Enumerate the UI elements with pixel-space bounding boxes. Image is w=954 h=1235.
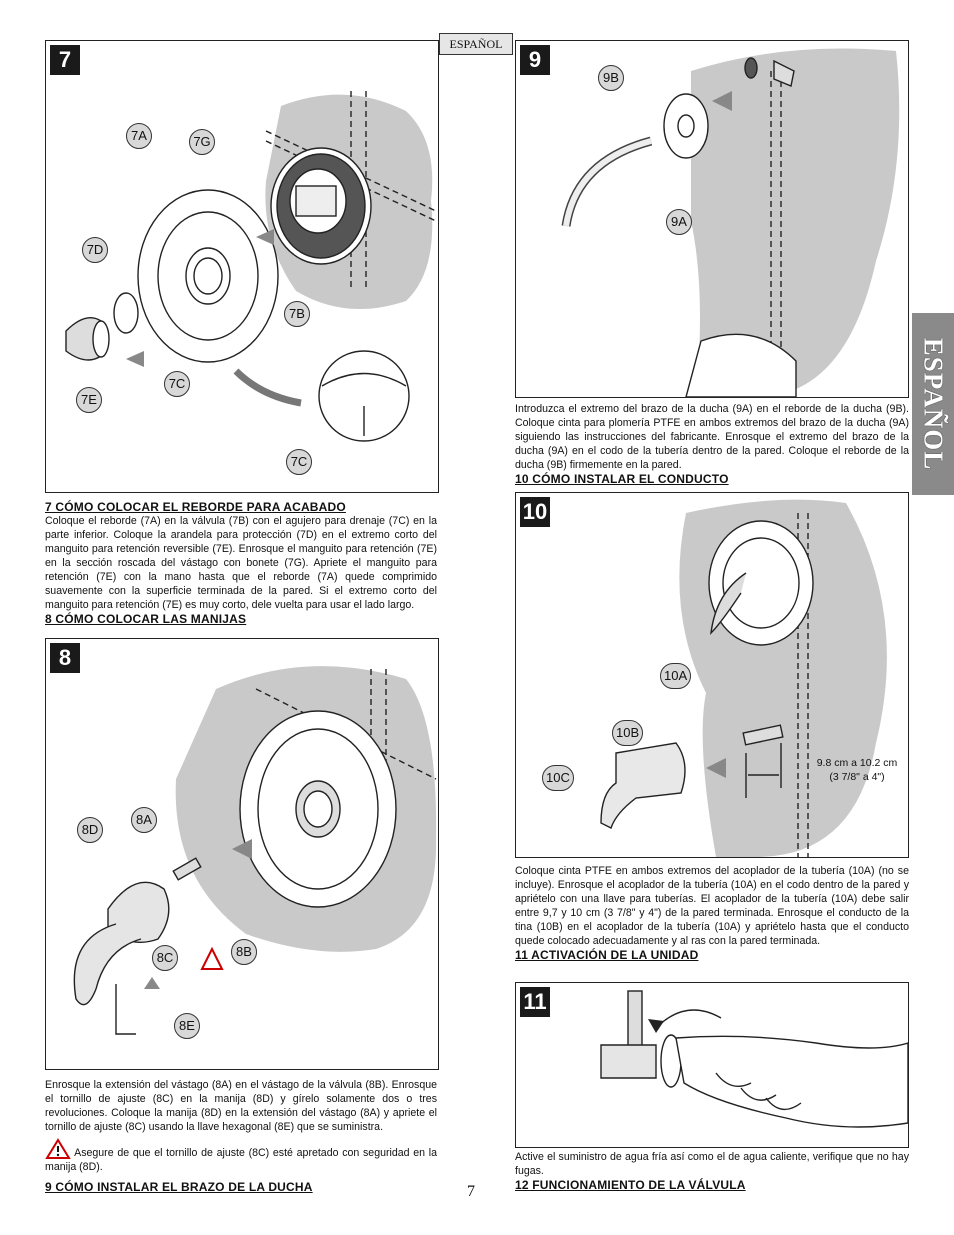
shower-arm-diagram — [561, 48, 900, 397]
callout-10b: 10B — [612, 720, 644, 746]
callout-9a: 9A — [666, 209, 692, 235]
step-8-illustration: 8 8D 8A 8C 8B 8E — [45, 638, 439, 1070]
callout-7g: 7G — [189, 129, 215, 155]
language-tag: ESPAÑOL — [439, 33, 513, 55]
step-7-illustration: 7 7A 7G 7D 7B 7C 7E 7C — [45, 40, 439, 493]
valve-activation-diagram — [600, 990, 908, 1128]
callout-10c: 10C — [542, 765, 574, 791]
step-number: 8 — [50, 643, 80, 673]
measurement-cm: 9.8 cm a 10.2 cm — [816, 757, 898, 769]
side-tab-label: ESPAÑOL — [918, 337, 949, 471]
step-11-heading: 11 ACTIVACIÓN DE LA UNIDAD — [515, 948, 699, 962]
callout-8a: 8A — [131, 807, 157, 833]
step-number: 7 — [50, 45, 80, 75]
step-10-text: Coloque cinta PTFE en ambos extremos del… — [515, 865, 909, 947]
callout-7d: 7D — [82, 237, 108, 263]
callout-7c: 7C — [164, 371, 190, 397]
arrow-icon — [712, 91, 732, 111]
step-11-text: Active el suministro de agua fría así co… — [515, 1151, 909, 1177]
step-8-heading: 8 CÓMO COLOCAR LAS MANIJAS — [45, 612, 247, 626]
callout-8c: 8C — [152, 945, 178, 971]
arrow-icon — [126, 351, 144, 367]
step-12-heading: 12 FUNCIONAMIENTO DE LA VÁLVULA — [515, 1178, 746, 1192]
callout-7b: 7B — [284, 301, 310, 327]
warning-triangle-icon — [45, 1138, 71, 1159]
step-9-illustration: 9 9B 9A — [515, 40, 909, 398]
arrow-icon — [144, 977, 160, 989]
side-language-tab: ESPAÑOL — [912, 313, 954, 495]
tub-spout-diagram — [600, 499, 887, 857]
step-9-text: Introduzca el extremo del brazo de la du… — [515, 403, 909, 471]
step-7-heading: 7 CÓMO COLOCAR EL REBORDE PARA ACABADO — [45, 500, 346, 514]
step-10-illustration: 10 10A 10B 10C 9.8 cm a 10.2 cm (3 7/8" … — [515, 492, 909, 858]
arrow-icon — [648, 1019, 664, 1033]
step-number: 10 — [520, 497, 550, 527]
callout-8b: 8B — [231, 939, 257, 965]
measurement-in: (3 7/8" a 4") — [829, 771, 885, 783]
callout-8e: 8E — [174, 1013, 200, 1039]
arrow-icon — [232, 839, 252, 859]
warning-triangle-icon — [200, 946, 224, 970]
step-10-heading: 10 CÓMO INSTALAR EL CONDUCTO — [515, 472, 729, 486]
callout-7e: 7E — [76, 387, 102, 413]
step-7-text: Coloque el reborde (7A) en la válvula (7… — [45, 515, 437, 611]
callout-9b: 9B — [598, 65, 624, 91]
callout-7c-detail: 7C — [286, 449, 312, 475]
callout-7a: 7A — [126, 123, 152, 149]
step-11-illustration: 11 — [515, 982, 909, 1148]
callout-10a: 10A — [660, 663, 692, 689]
arrow-icon — [706, 758, 726, 778]
callout-8d: 8D — [77, 817, 103, 843]
page-number: 7 — [467, 1183, 475, 1200]
warning-text: Asegure de que el tornillo de ajuste (8C… — [45, 1147, 438, 1173]
step-number: 11 — [520, 987, 550, 1017]
arrow-icon — [256, 229, 274, 245]
trim-plate-diagram — [65, 91, 437, 442]
step-8-warning: Asegure de que el tornillo de ajuste (8C… — [45, 1138, 437, 1174]
step-number: 9 — [520, 45, 550, 75]
step-9-heading: 9 CÓMO INSTALAR EL BRAZO DE LA DUCHA — [45, 1180, 313, 1194]
handle-diagram — [73, 666, 437, 1035]
step-8-text: Enrosque la extensión del vástago (8A) e… — [45, 1079, 437, 1133]
